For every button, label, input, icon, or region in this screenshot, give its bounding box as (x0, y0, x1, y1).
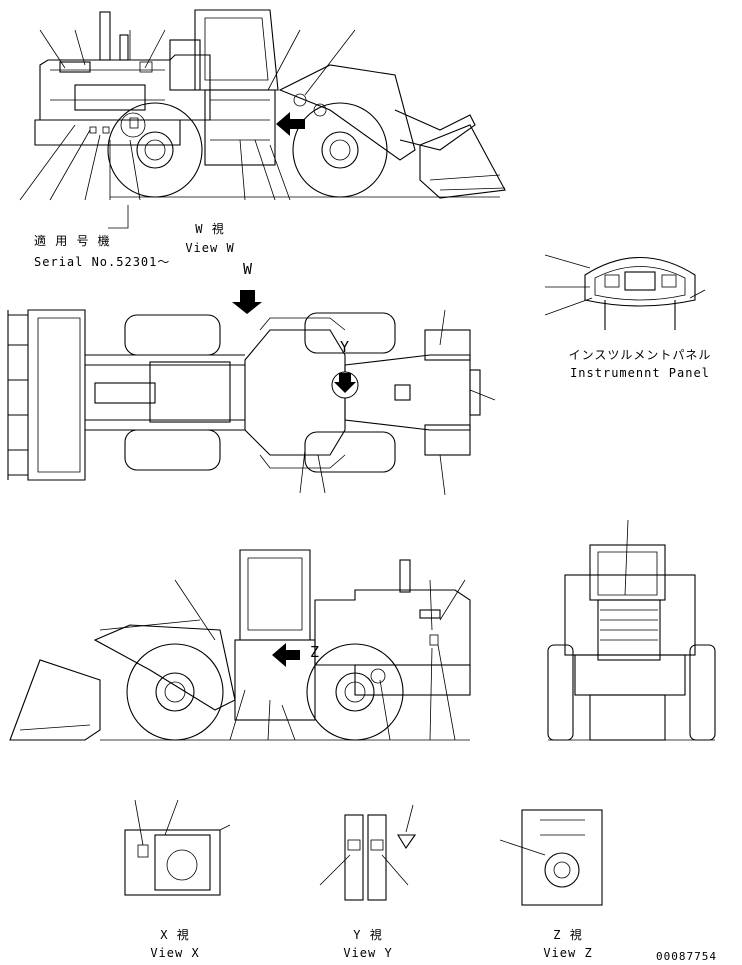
instrument-panel (544, 254, 706, 330)
marker-y: Y (339, 338, 351, 356)
view-x-label-en: View X (150, 946, 200, 960)
rear-view (547, 519, 716, 741)
side-view-right (9, 549, 471, 741)
view-y-label-en: View Y (343, 946, 393, 960)
view-x (124, 799, 231, 896)
view-z-label-en: View Z (543, 946, 593, 960)
side-view-left (19, 9, 506, 229)
instrument-panel-label-jp: インスツルメントパネル (568, 348, 712, 362)
top-view (7, 290, 496, 496)
view-w-label-en: View W (185, 241, 235, 255)
view-w-label-jp: W 視 (195, 222, 225, 236)
view-y (319, 804, 417, 901)
view-z (499, 809, 603, 906)
serial-label-en: Serial No.52301～ (34, 255, 171, 269)
serial-label-jp: 適 用 号 機 (34, 234, 111, 248)
marker-z: Z (309, 643, 321, 661)
view-x-label-jp: X 視 (160, 928, 190, 942)
marker-w: W (242, 260, 254, 278)
view-y-label-jp: Y 視 (353, 928, 383, 942)
view-z-label-jp: Z 視 (553, 928, 583, 942)
instrument-panel-label-en: Instrumennt Panel (570, 366, 710, 380)
drawing-number: 00087754 (656, 950, 717, 963)
